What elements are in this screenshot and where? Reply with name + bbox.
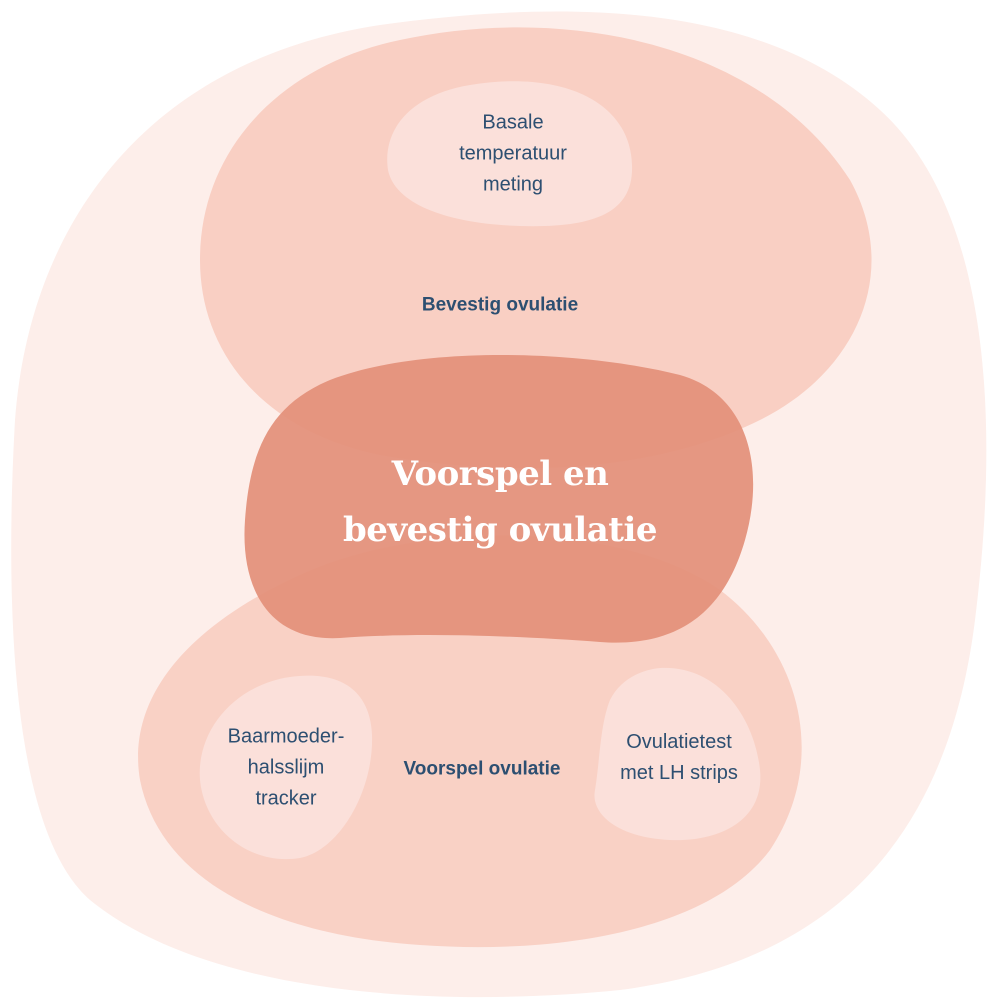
top-group-blob [200,27,872,469]
item-line: Baarmoeder- [227,725,345,748]
top-group-label: Bevestig ovulatie [421,294,579,316]
item-cervical-mucus-tracker: Baarmoeder- halsslijm tracker [228,722,345,815]
center-title: Voorspel en bevestig ovulatie [342,446,658,558]
item-blob-lh-strips [594,667,761,841]
item-line: temperatuur [459,142,567,165]
item-blob-temperature [387,81,633,227]
item-line: Ovulatietest [626,731,732,753]
item-line: Basale [482,111,544,134]
item-line: met LH strips [620,762,738,784]
center-title-line: Voorspel en [391,454,609,494]
item-line: tracker [255,787,317,810]
item-basal-temperature: Basale temperatuur meting [459,108,567,201]
item-line: halsslijm [247,756,325,779]
bottom-group-label: Voorspel ovulatie [403,758,561,780]
center-title-line: bevestig ovulatie [342,510,658,550]
center-blob [244,355,754,643]
item-line: meting [482,173,544,196]
item-lh-strip-test: Ovulatietest met LH strips [620,727,738,789]
item-blob-cervical-mucus [199,675,373,860]
